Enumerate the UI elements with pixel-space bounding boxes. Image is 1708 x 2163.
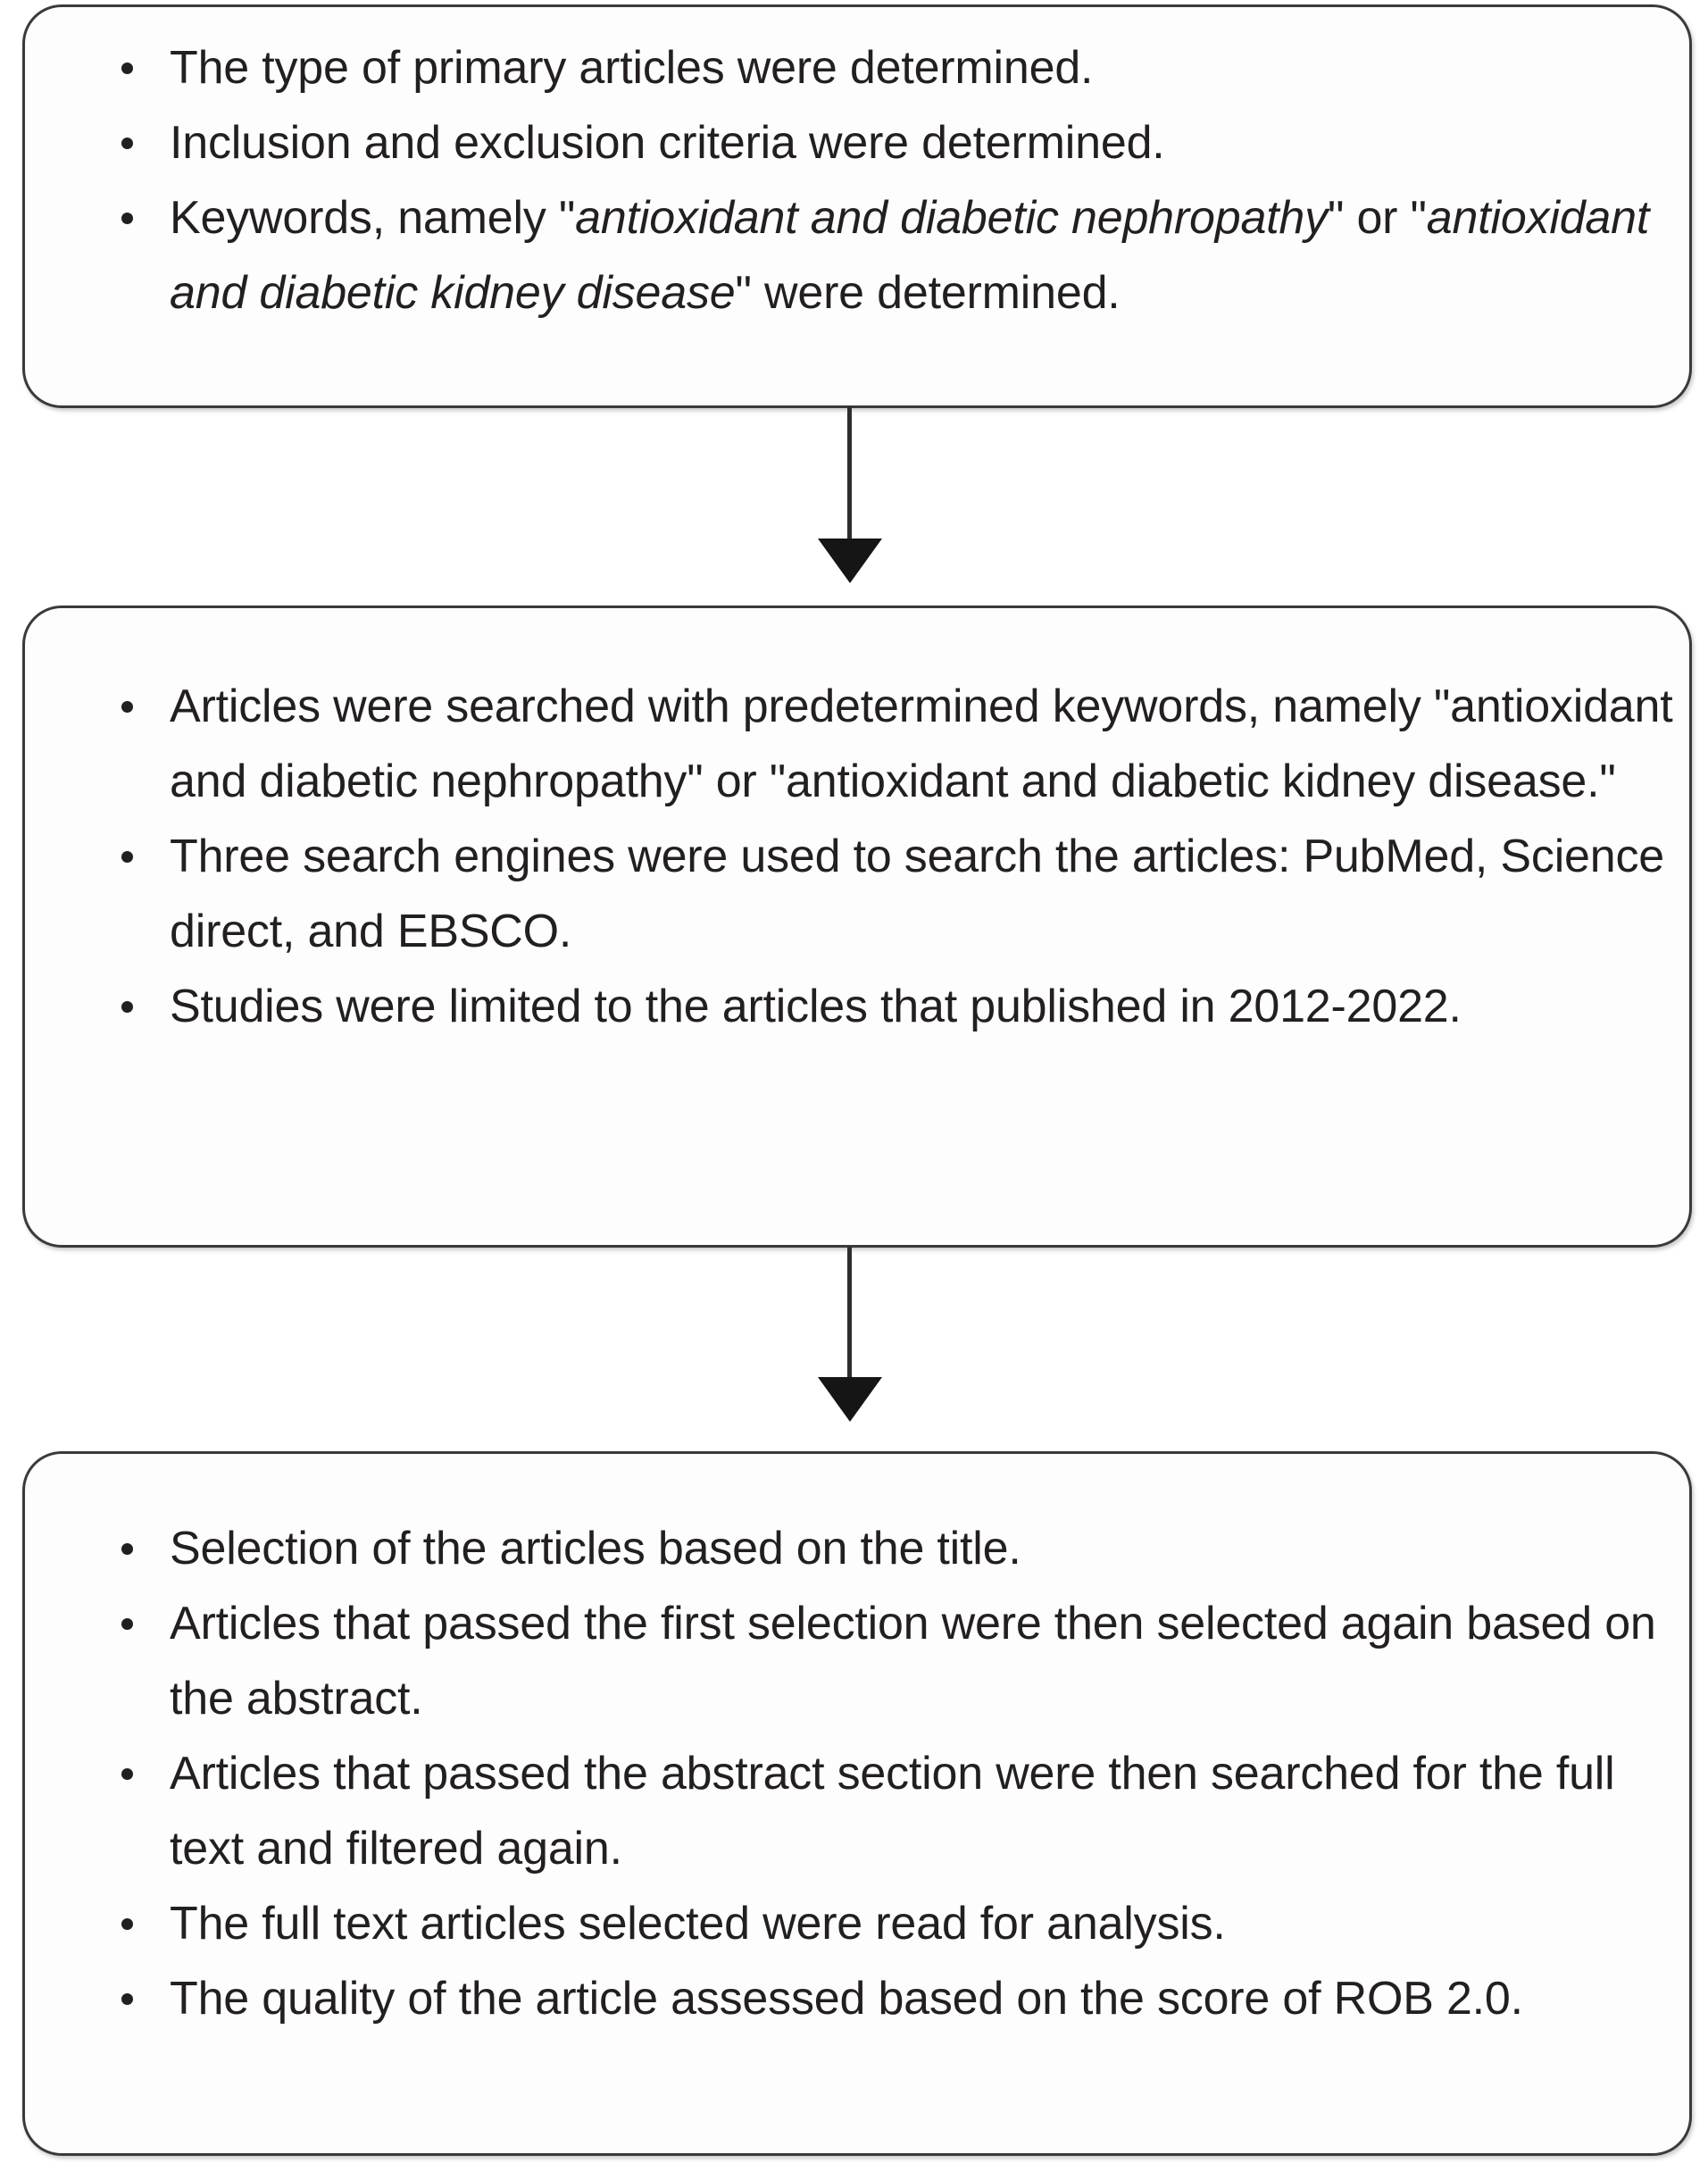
bullet-text: The quality of the article assessed base…: [170, 1973, 1523, 2025]
bullet-text: The type of primary articles were determ…: [170, 42, 1094, 94]
bullet-text: Selection of the articles based on the t…: [170, 1523, 1021, 1574]
bullet-text: Inclusion and exclusion criteria were de…: [170, 117, 1165, 169]
bullet-item: Selection of the articles based on the t…: [25, 1511, 1689, 1586]
bullet-item: Studies were limited to the articles tha…: [25, 969, 1689, 1044]
bullet-list-preparation: The type of primary articles were determ…: [25, 7, 1689, 330]
bullet-text: " or ": [1327, 192, 1427, 244]
arrow-box2-to-box3: [0, 1247, 1708, 1425]
bullet-text-emphasis: antioxidant and diabetic nephropathy: [575, 192, 1328, 244]
arrow-head-icon: [818, 539, 882, 583]
bullet-text: The full text articles selected were rea…: [170, 1898, 1226, 1950]
bullet-item: Keywords, namely "antioxidant and diabet…: [25, 180, 1689, 330]
bullet-list-search: Articles were searched with predetermine…: [25, 608, 1689, 1044]
arrow-stem: [847, 1247, 852, 1381]
bullet-text: Articles that passed the first selection…: [170, 1598, 1656, 1725]
bullet-item: Articles were searched with predetermine…: [25, 669, 1689, 819]
bullet-item: Articles that passed the abstract sectio…: [25, 1736, 1689, 1886]
bullet-item: The type of primary articles were determ…: [25, 30, 1689, 105]
flowchart-box-search: Articles were searched with predetermine…: [22, 605, 1692, 1248]
bullet-text: Three search engines were used to search…: [170, 831, 1665, 957]
bullet-item: Three search engines were used to search…: [25, 819, 1689, 969]
flowchart-box-selection: Selection of the articles based on the t…: [22, 1451, 1692, 2156]
bullet-text: Articles that passed the abstract sectio…: [170, 1748, 1615, 1875]
flowchart-box-preparation: The type of primary articles were determ…: [22, 4, 1692, 408]
bullet-text: Keywords, namely ": [170, 192, 576, 244]
bullet-text: Articles were searched with predetermine…: [170, 681, 1673, 807]
arrow-box1-to-box2: [0, 406, 1708, 585]
arrow-head-icon: [818, 1377, 882, 1422]
bullet-item: The quality of the article assessed base…: [25, 1961, 1689, 2036]
bullet-text: " were determined.: [735, 267, 1121, 319]
bullet-text: Studies were limited to the articles tha…: [170, 981, 1462, 1032]
bullet-list-selection: Selection of the articles based on the t…: [25, 1454, 1689, 2036]
bullet-item: The full text articles selected were rea…: [25, 1886, 1689, 1961]
bullet-item: Articles that passed the first selection…: [25, 1586, 1689, 1736]
bullet-item: Inclusion and exclusion criteria were de…: [25, 105, 1689, 180]
bullet-text-emphasis: antioxidant and diabetic kidney disease: [170, 192, 1650, 319]
arrow-stem: [847, 406, 852, 542]
